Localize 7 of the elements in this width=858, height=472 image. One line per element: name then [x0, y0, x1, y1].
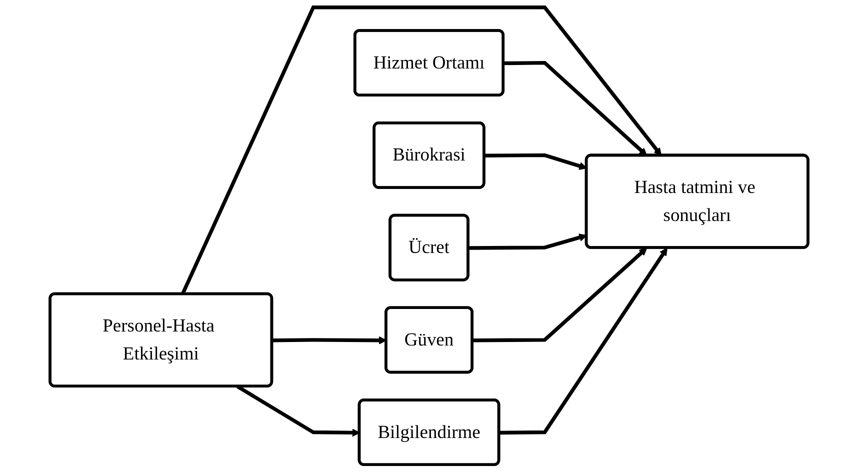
arrow: [468, 234, 588, 250]
arrow: [484, 153, 588, 170]
arrow: [180, 6, 662, 295]
arrow: [472, 248, 648, 342]
arrow: [504, 60, 648, 156]
arrow: [499, 248, 668, 435]
arrow: [272, 336, 387, 344]
